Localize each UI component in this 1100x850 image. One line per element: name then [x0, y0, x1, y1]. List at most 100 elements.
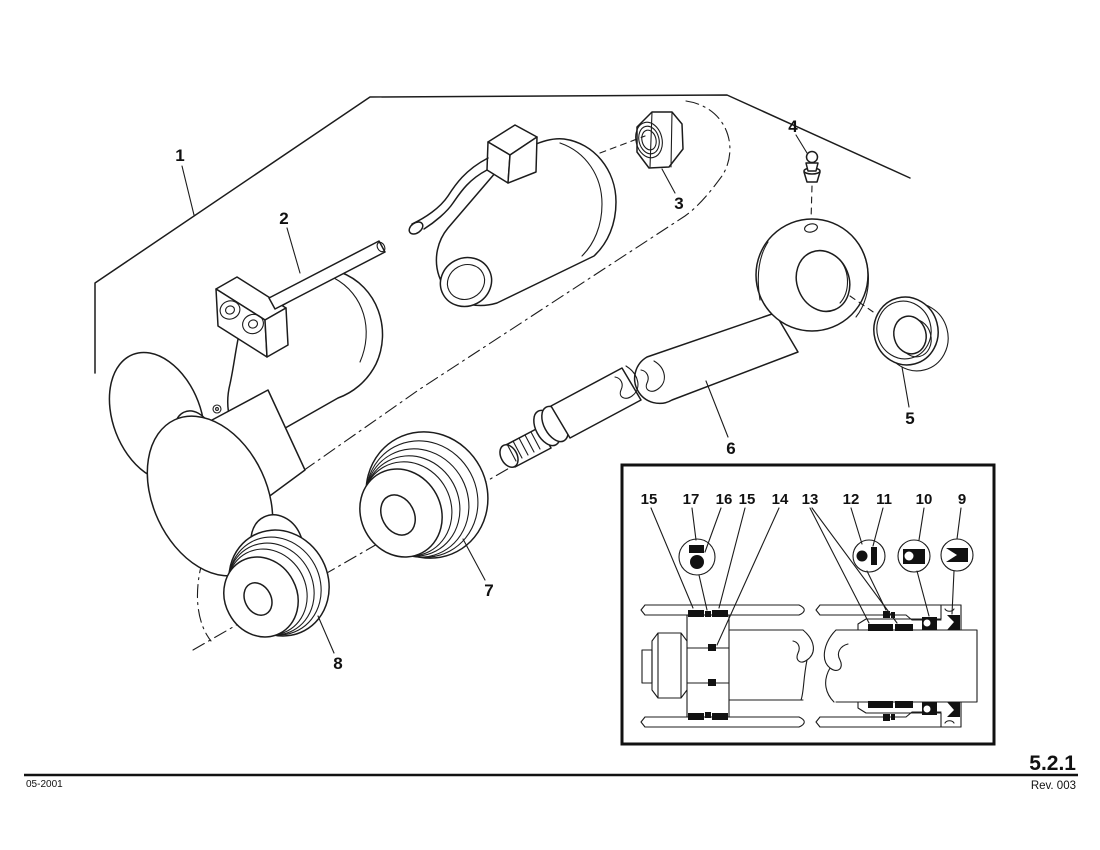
port-cube-right-face — [507, 136, 538, 184]
inset-leader-14 — [716, 507, 780, 646]
cross-section-gland — [815, 604, 978, 728]
nut-thread-3 — [641, 129, 657, 151]
inset-callout-15a: 15 — [641, 491, 658, 508]
rod-eye-hole-rim — [839, 259, 849, 304]
gland-profile-bottom — [857, 701, 962, 728]
gland-oring-bottom-b — [891, 714, 895, 720]
inset-leader-10-part — [916, 570, 930, 617]
nut-outline — [636, 111, 684, 169]
bent-tube-end-cap — [408, 221, 424, 235]
port-hole-1-bore — [225, 305, 235, 315]
frame-outline — [94, 94, 911, 374]
leader-1 — [181, 165, 195, 216]
inset-callout-9: 9 — [958, 491, 966, 508]
gland-bore — [380, 494, 416, 536]
bearing-assembly-line — [849, 295, 883, 319]
inset-callout-14: 14 — [772, 491, 789, 508]
nut-face-line-2 — [670, 111, 673, 168]
wiper-seal-bottom — [947, 702, 960, 717]
cap-end-clevis-cylinder — [108, 271, 384, 577]
inset-leader-12 — [850, 507, 863, 545]
inset-callouts: 15 17 16 15 14 13 12 11 10 9 — [641, 491, 967, 508]
rod-section-right — [823, 629, 978, 703]
port-block-right-face — [264, 307, 289, 358]
cylinder-barrel — [408, 124, 617, 308]
footer-date-code: 05-2001 — [26, 779, 63, 790]
seal-detail-bubbles — [678, 538, 974, 576]
gland-oring-bottom-a — [883, 714, 890, 721]
seal-detail-inset: 15 17 16 15 14 13 12 11 10 9 — [620, 463, 996, 746]
footer-section-number: 5.2.1 — [1029, 752, 1076, 775]
backup-glyph-2 — [871, 547, 877, 565]
zerk-assembly-line — [810, 185, 813, 222]
rod-seal-wide-bottom-2 — [895, 701, 913, 708]
bent-tube-upper-edge — [411, 157, 489, 225]
barrel-dome-inner — [559, 142, 603, 257]
inset-callout-10: 10 — [916, 491, 933, 508]
buffer-seal-glyph-oring — [904, 551, 914, 561]
part-8-piston — [223, 529, 330, 638]
part-2-pin — [268, 240, 386, 310]
rod-section-left — [728, 629, 814, 701]
piston-seal-bottom-right — [712, 713, 728, 720]
rod-eye-hole — [795, 249, 851, 313]
bubble-oring-backup — [852, 539, 886, 573]
tube-mouth-inner — [446, 263, 486, 301]
port-hole-2 — [242, 313, 264, 335]
inset-leader-9 — [956, 507, 962, 540]
zerk-ball — [805, 150, 819, 164]
page-footer: 05-2001 5.2.1 Rev. 003 — [24, 752, 1078, 792]
rod-threaded-end — [499, 365, 642, 468]
leader-6 — [705, 380, 729, 438]
piston-mid-oring-upper — [708, 644, 716, 651]
rod-eye-boss-edge — [757, 241, 769, 301]
oring-glyph-2 — [856, 550, 868, 562]
piston-seal-top-left — [688, 610, 704, 617]
rod-shaft — [633, 312, 799, 405]
callout-1: 1 — [175, 146, 184, 165]
buffer-seal-bottom-oring — [923, 705, 931, 713]
part-7-gland — [359, 431, 489, 559]
barrel-dome-arc — [333, 277, 367, 363]
pin-body — [268, 240, 386, 310]
callout-3: 3 — [674, 194, 683, 213]
rod-break-curl — [640, 360, 665, 392]
inset-leader-15b — [718, 507, 746, 609]
callout-5: 5 — [905, 409, 914, 428]
inset-leader-9-part — [951, 570, 955, 615]
stud-body — [550, 367, 642, 439]
grease-port-hole — [804, 223, 818, 233]
stud-threads — [506, 431, 541, 462]
bearing-hole — [893, 315, 927, 355]
piston-section-lines — [686, 647, 730, 684]
nut-assembly-line — [599, 135, 646, 154]
leader-3 — [661, 168, 676, 194]
footer-revision: Rev. 003 — [1031, 780, 1076, 792]
callout-8: 8 — [333, 654, 342, 673]
stud-break-curl — [614, 365, 639, 399]
wiper-seal-glyph — [946, 548, 968, 562]
bent-tube-lower-edge — [423, 169, 488, 230]
part-3-hex-nut — [599, 111, 684, 169]
rod-eye-rim-arc — [852, 236, 869, 318]
inset-leader-11 — [872, 507, 884, 547]
part-4-grease-fitting — [803, 150, 821, 222]
inset-leader-15a — [650, 507, 694, 609]
piston-seal-bottom-left — [688, 713, 704, 720]
rod-seal-wide-bottom-1 — [868, 701, 893, 708]
gland-oring-top-a — [883, 611, 890, 618]
gland-oring-top-b — [891, 612, 895, 618]
bubble-buffer-seal — [897, 539, 931, 573]
inset-callout-15b: 15 — [739, 491, 756, 508]
inset-leaders — [650, 507, 962, 646]
port-hole-1 — [219, 300, 241, 320]
piston-section — [686, 614, 730, 718]
pin-tip — [376, 241, 386, 253]
inset-leader-16 — [704, 507, 722, 553]
wiper-seal-top — [947, 615, 960, 630]
piston-mid-oring-lower — [708, 679, 716, 686]
callout-4: 4 — [788, 117, 798, 136]
rod-seal-wide-top-1 — [868, 624, 893, 631]
rod-seal-wide-top-2 — [895, 624, 913, 631]
